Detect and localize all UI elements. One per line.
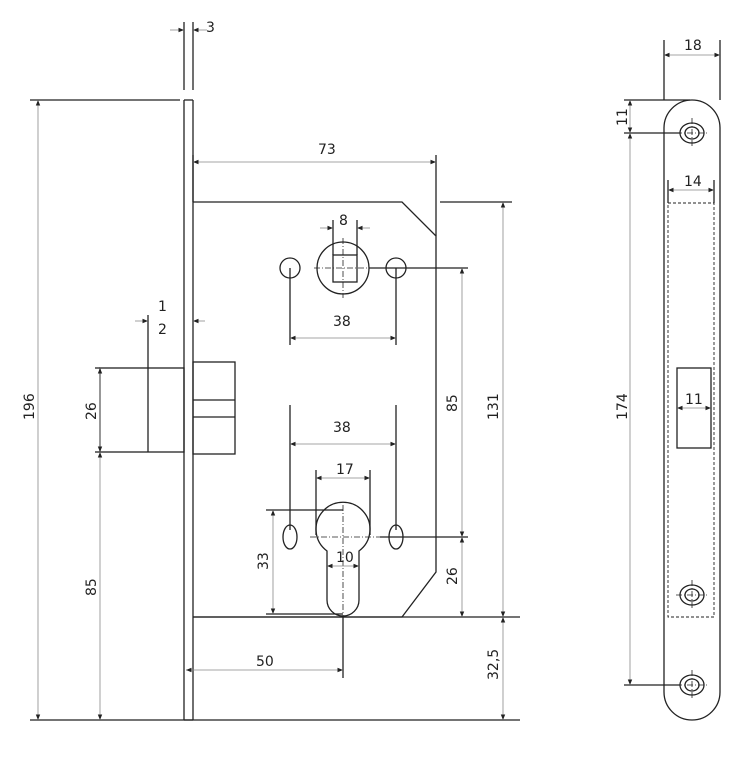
screw-hole-bottom [676, 670, 708, 700]
dim-handle-spacing-bottom: 38 [333, 420, 351, 436]
dim-handle-spacing-top: 38 [333, 314, 351, 330]
latch-bolt [99, 361, 236, 455]
dim-latch-to-bottom: 85 [84, 578, 100, 596]
dim-spindle-to-cylinder: 85 [445, 394, 461, 412]
dim-total-height: 196 [22, 393, 38, 420]
cylinder-cutout [266, 405, 468, 678]
dim-strike-hole-spacing: 174 [615, 393, 631, 420]
strike-plate: 18 11 174 14 11 [615, 38, 721, 721]
dim-body-to-plate-bottom: 32,5 [486, 649, 502, 680]
dim-latch-offset-bottom: 2 [158, 322, 167, 338]
extension-lines [30, 22, 520, 721]
dim-cylinder-to-body-bottom: 26 [445, 567, 461, 585]
dim-cylinder-height: 33 [256, 552, 272, 570]
spindle-hub [279, 220, 468, 345]
dim-strike-hole-offset: 11 [615, 108, 631, 126]
faceplate [183, 99, 194, 721]
dim-cylinder-slot: 10 [336, 550, 354, 566]
dim-spindle-square: 8 [339, 213, 348, 229]
dim-strike-cutout-width: 14 [684, 174, 702, 190]
screw-hole-middle [676, 580, 708, 610]
dim-latch-height: 26 [84, 402, 100, 420]
dim-cylinder-width: 17 [336, 462, 354, 478]
lock-body [193, 201, 437, 618]
dimension-labels: 3 73 8 38 1 2 38 17 10 50 196 26 85 33 8… [22, 20, 502, 680]
dim-latch-offset-top: 1 [158, 299, 167, 315]
dim-strike-latch-width: 11 [685, 392, 703, 408]
dim-backset-depth: 73 [318, 142, 336, 158]
dim-faceplate-thickness: 3 [206, 20, 215, 36]
dim-body-height: 131 [486, 393, 502, 420]
dimension-lines [35, 27, 506, 720]
dim-backset: 50 [256, 654, 274, 670]
dim-strike-width: 18 [684, 38, 702, 54]
screw-hole-top [676, 118, 708, 148]
